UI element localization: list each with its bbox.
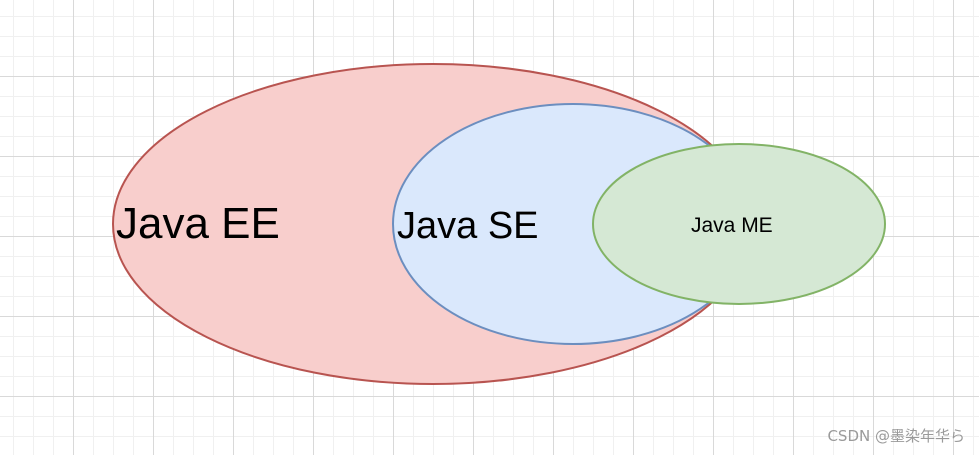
watermark: CSDN @墨染年华ら: [827, 427, 965, 445]
java-me-ellipse: [592, 143, 886, 305]
java-ee-label: Java EE: [116, 199, 280, 248]
java-me-label: Java ME: [691, 214, 773, 237]
java-se-label: Java SE: [397, 205, 539, 247]
